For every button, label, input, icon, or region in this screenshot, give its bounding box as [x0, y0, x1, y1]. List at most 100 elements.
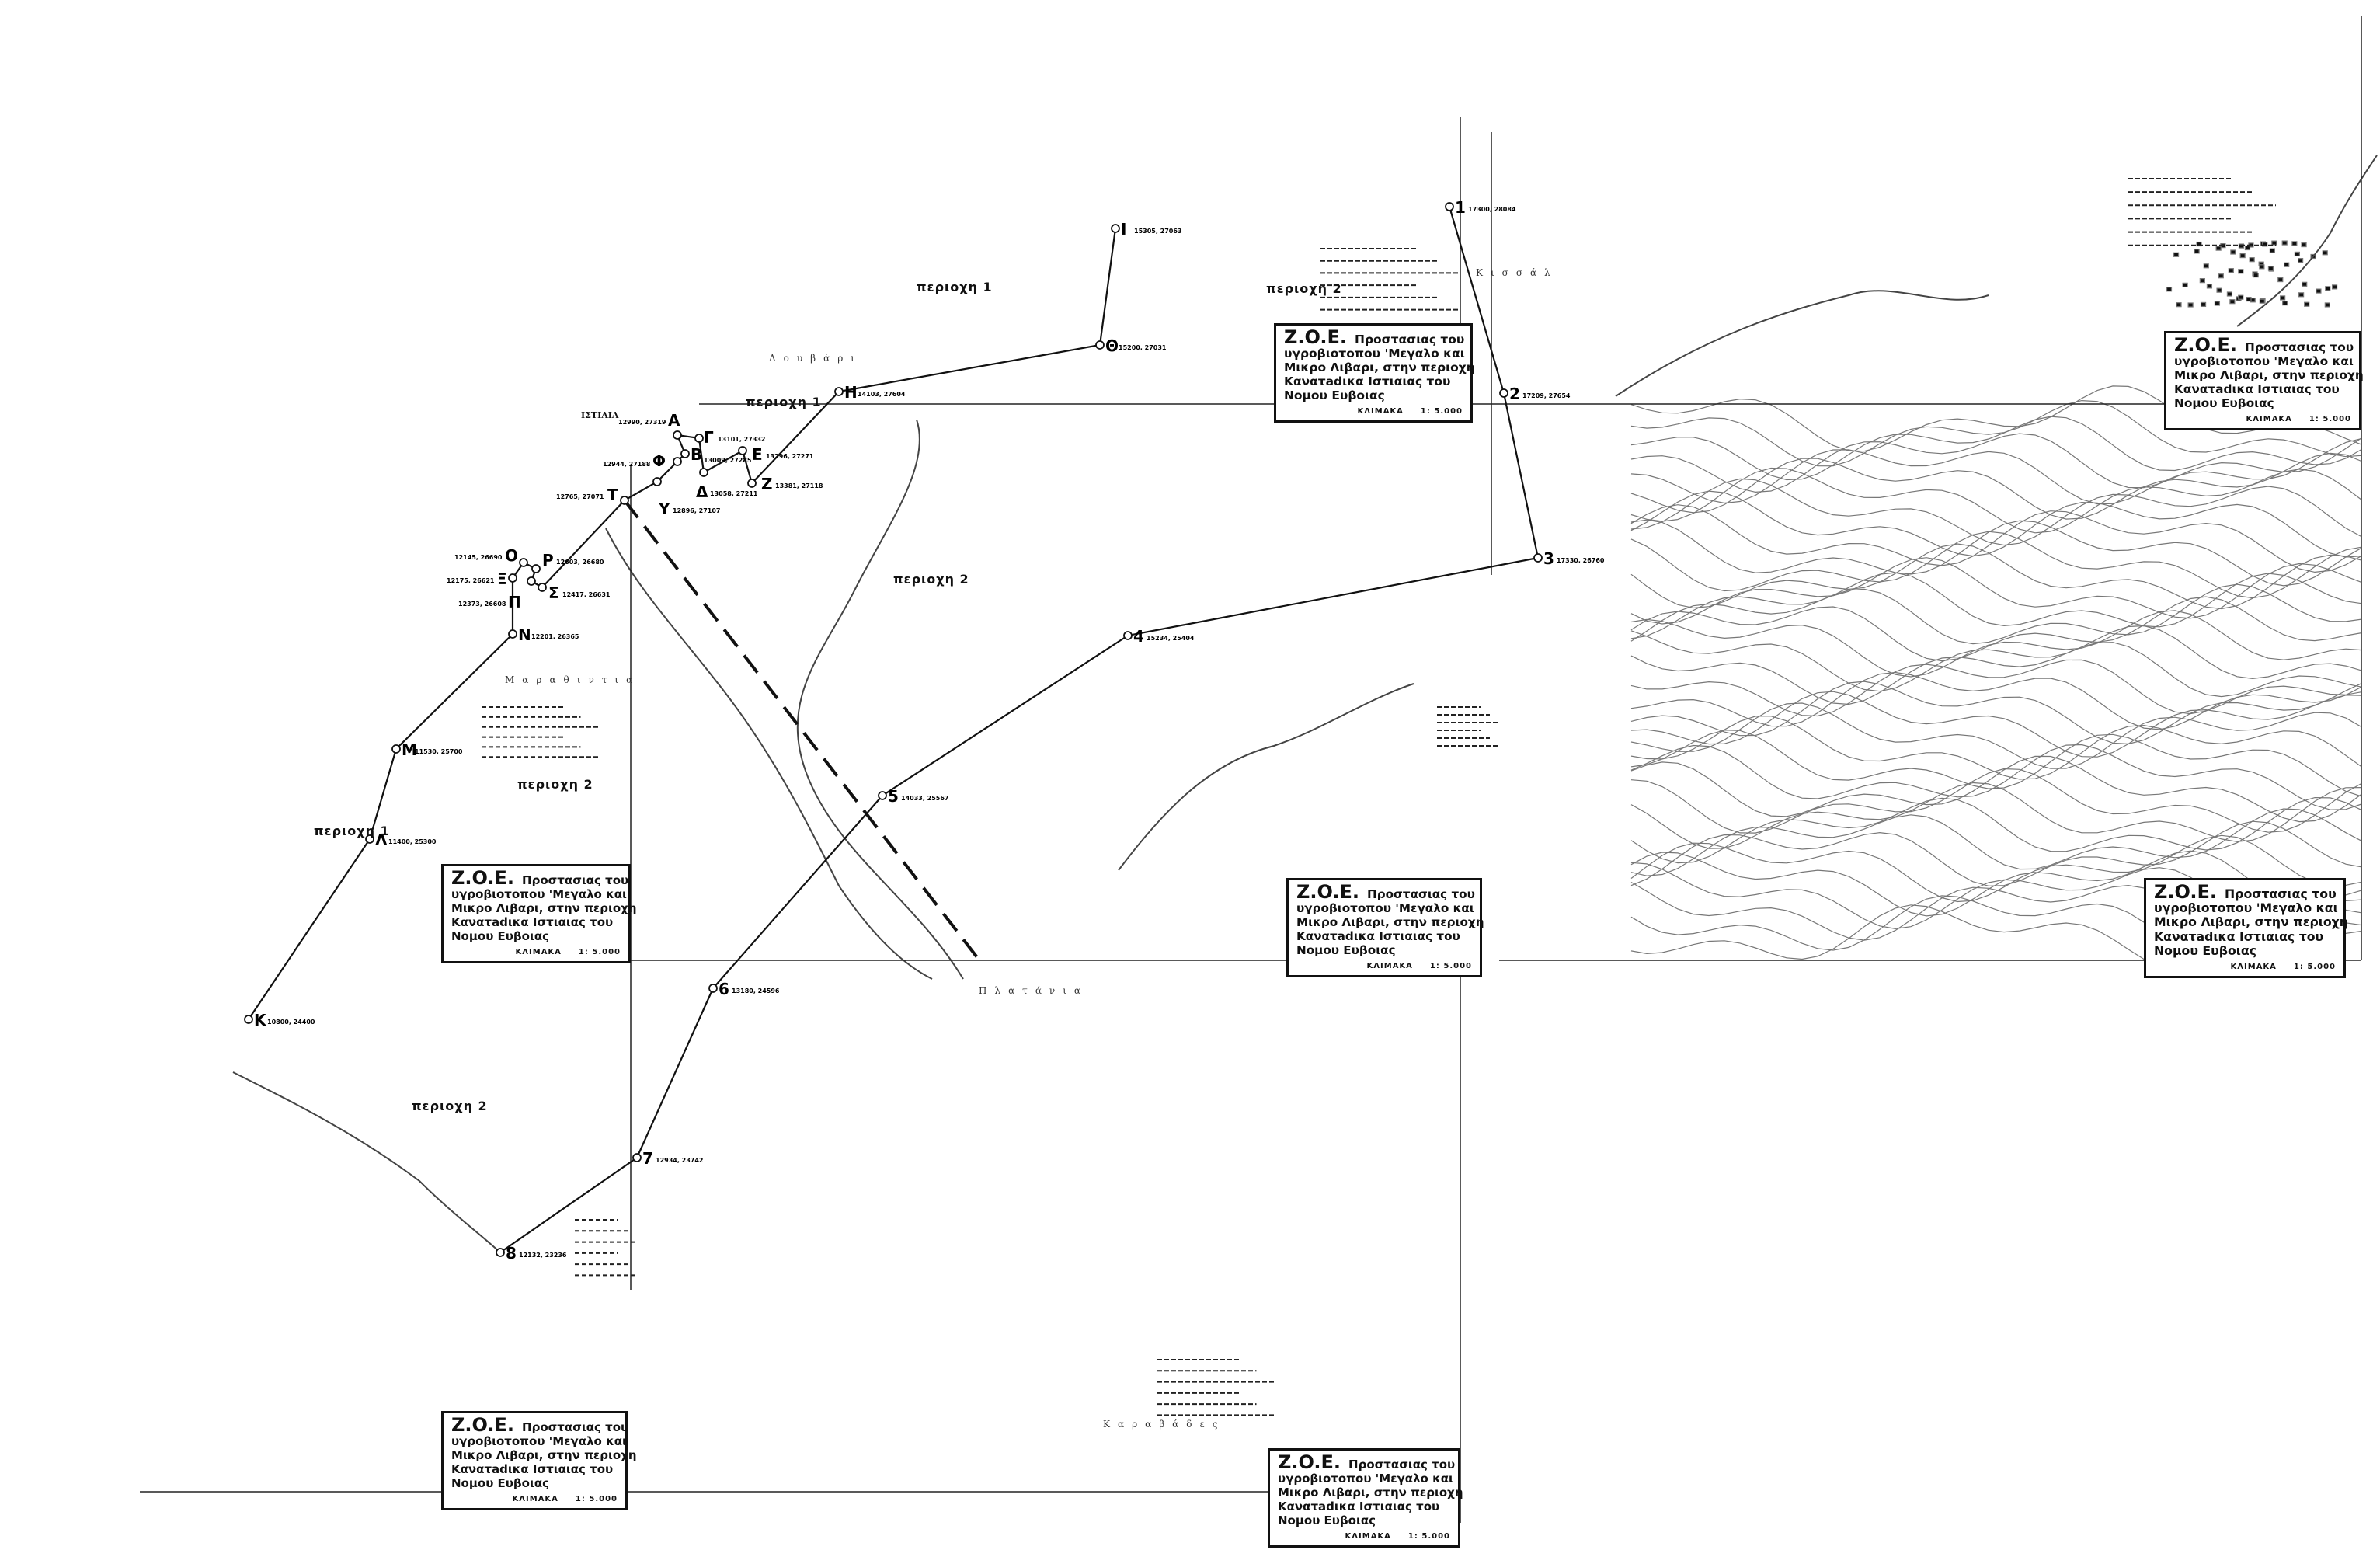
building-mark: [2280, 295, 2286, 301]
road: [1615, 290, 1989, 397]
contour-line: [1630, 399, 2362, 467]
building-mark: [2203, 263, 2209, 269]
contour-line: [1630, 808, 2362, 876]
building-mark: [2238, 294, 2244, 300]
point-id: Ο: [505, 546, 518, 565]
point-id: Γ: [704, 428, 714, 447]
contour-line: [1630, 850, 2362, 917]
title-line: υγροβιοτοπου 'Μεγαλο και: [2174, 354, 2354, 368]
building-mark: [2166, 287, 2173, 292]
area-label: περιοχη 2: [893, 572, 969, 587]
building-mark: [2229, 299, 2236, 305]
contour-line: [1630, 834, 2362, 903]
title-line: Νομου Ευβοιας: [1284, 388, 1385, 402]
point-id: 2: [1509, 385, 1520, 403]
point-coordinates: 11400, 25300: [388, 838, 437, 845]
title-line: Προστασιας του: [1348, 1458, 1456, 1472]
title-line: Μικρο Λιβαρι, στην περιοχη: [1284, 361, 1475, 374]
title-line: Προστασιας του: [1355, 333, 1465, 347]
title-line: Μικρο Λιβαρι, στην περιοχη: [2174, 368, 2364, 382]
building-mark: [2173, 252, 2180, 257]
title-line: Μικρο Λιβαρι, στην περιοχη: [2154, 914, 2348, 930]
title-line: υγροβιοτοπου 'Μεγαλο και: [1278, 1472, 1453, 1486]
point-id: 6: [719, 980, 729, 998]
point-marker: [391, 744, 401, 754]
building-mark: [2294, 251, 2301, 257]
handwritten-notes: [482, 178, 2276, 1416]
map-title-box: Z.O.E. Προστασιας του υγροβιοτοπου 'Μεγαλ…: [1268, 1448, 1463, 1548]
contour-line: [1630, 519, 2362, 587]
point-coordinates: 15305, 27063: [1134, 228, 1182, 235]
point-marker: [1499, 388, 1508, 398]
building-mark: [2331, 284, 2338, 290]
protection-zone-boundary: [248, 228, 1117, 1020]
building-mark: [2259, 264, 2265, 270]
title-line: Κανατadικα Ιστιαιας του: [1284, 374, 1451, 388]
title-line: Νομου Ευβοιας: [451, 1476, 550, 1490]
map-title-box: Z.O.E.Προστασιας του υγροβιοτοπου 'Μεγαλ…: [441, 1411, 637, 1510]
title-line: Μικρο Λιβαρι, στην περιοχη: [1296, 915, 1484, 929]
point-id: Ε: [752, 445, 763, 464]
area-label: περιοχη 2: [412, 1099, 488, 1113]
point-id: Μ: [402, 740, 417, 759]
contour-line: [1630, 572, 2362, 639]
protection-zone-boundary: [499, 206, 1540, 1253]
building-mark: [2249, 257, 2255, 263]
point-coordinates: 10800, 24400: [267, 1019, 315, 1026]
map-title-box: Z.O.E.Προστασιας του υγροβιοτοπου 'Μεγαλ…: [1286, 878, 1484, 977]
zoe-label: Z.O.E.: [2154, 881, 2218, 903]
point-coordinates: 14103, 27604: [858, 391, 906, 398]
zoe-label: Z.O.E.: [1278, 1451, 1341, 1473]
title-line: Κανατadικα Ιστιαιας του: [1296, 929, 1460, 943]
point-marker: [632, 1153, 642, 1162]
contour-line: [1630, 467, 2362, 534]
area-label: περιοχη 1: [314, 824, 390, 838]
point-coordinates: 13296, 27271: [766, 453, 814, 460]
area-label: περιοχη 2: [1266, 281, 1342, 296]
point-marker: [673, 430, 682, 440]
point-id: Ι: [1121, 220, 1126, 239]
point-id: 8: [506, 1244, 517, 1263]
point-marker: [708, 984, 718, 993]
contour-line: [1630, 681, 2362, 745]
road: [1118, 683, 1414, 871]
title-line: Κανατadικα Ιστιαιας του: [2174, 382, 2340, 396]
contour-line: [1630, 478, 2362, 546]
building-mark: [2298, 258, 2304, 263]
point-coordinates: 17300, 28084: [1468, 206, 1516, 213]
title-line: Νομου Ευβοιας: [1296, 943, 1396, 957]
place-name: Μαραθιντια: [505, 674, 641, 685]
point-marker: [244, 1015, 253, 1024]
road: [605, 528, 933, 980]
point-id: 3: [1543, 549, 1554, 568]
building-mark: [2176, 302, 2182, 308]
point-id: Β: [691, 445, 702, 464]
sheet-edges: [140, 16, 2362, 1523]
title-line: Προστασιας του: [522, 1420, 629, 1434]
point-coordinates: 15200, 27031: [1119, 344, 1167, 351]
title-line: υγροβιοτοπου 'Μεγαλο και: [2154, 900, 2338, 916]
point-id: Υ: [658, 500, 670, 518]
point-coordinates: 13058, 27211: [710, 490, 758, 497]
building-mark: [2304, 301, 2310, 307]
point-marker: [673, 457, 682, 466]
point-id: Κ: [254, 1011, 267, 1029]
point-coordinates: 12603, 26680: [556, 559, 604, 566]
building-mark: [2206, 284, 2213, 289]
point-marker: [538, 583, 547, 592]
